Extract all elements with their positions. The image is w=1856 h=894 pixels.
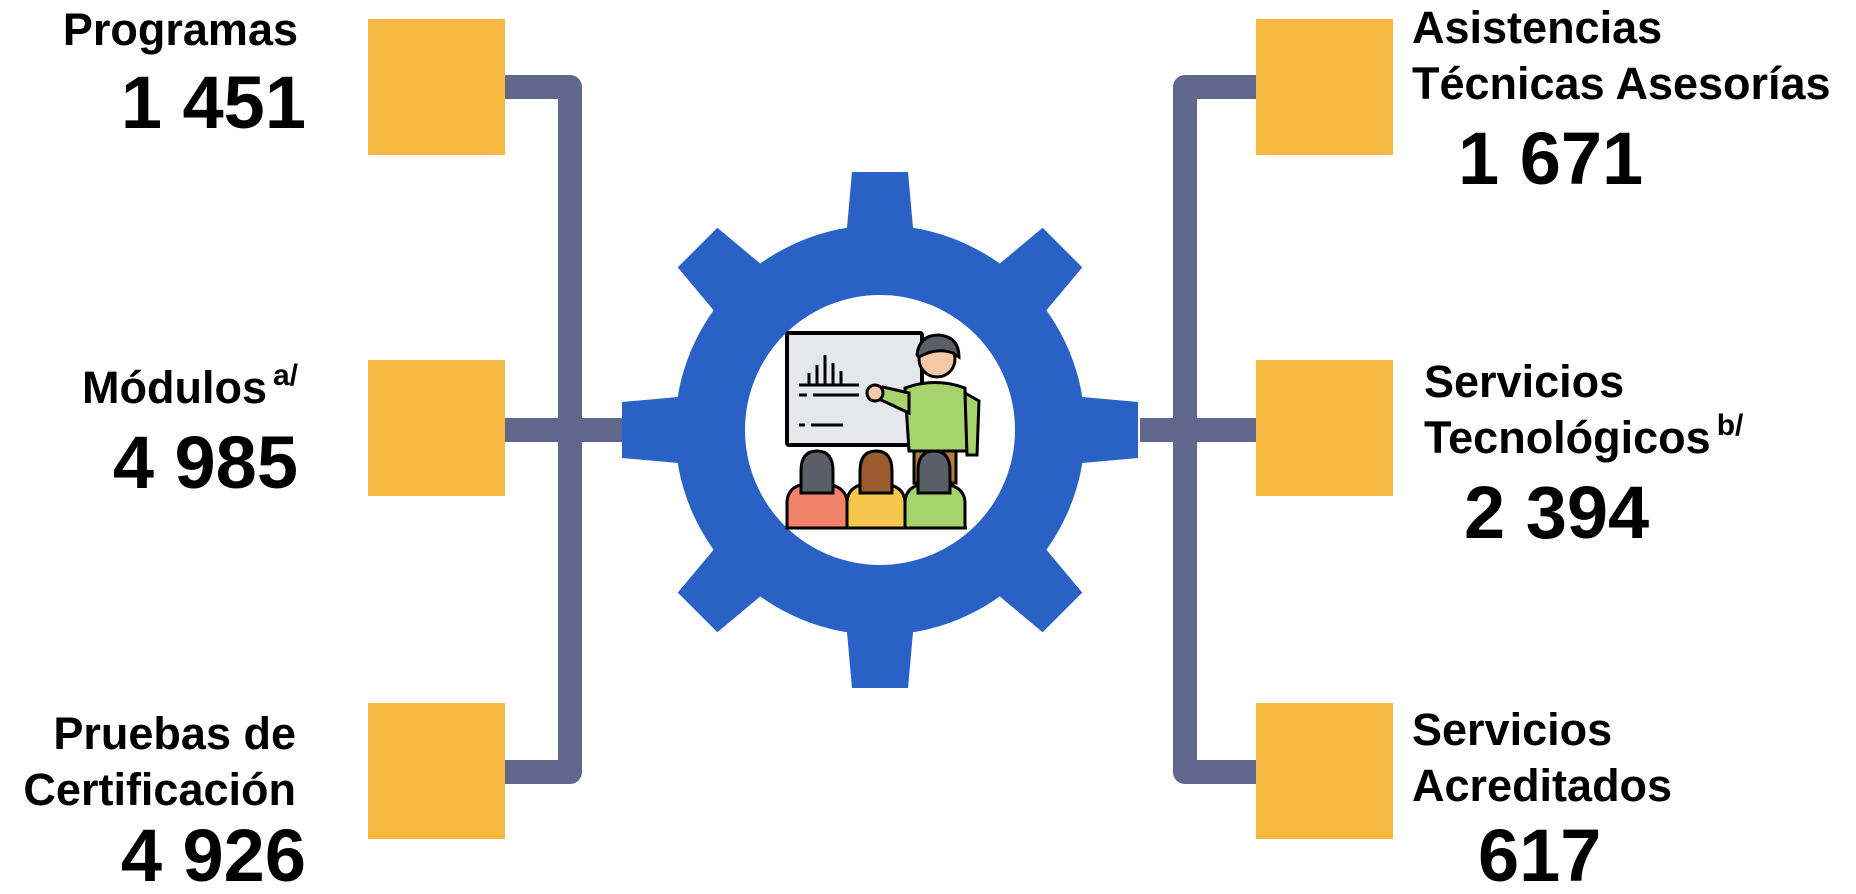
label-servicios-acred-line1: Servicios: [1412, 704, 1613, 755]
label-asistencias-line2: Técnicas Asesorías: [1412, 58, 1831, 109]
node-programas: [368, 19, 505, 155]
node-pruebas: [368, 703, 505, 839]
board-icon: [785, 331, 924, 447]
node-modulos: [368, 360, 505, 496]
teacher-presentation-icon: [785, 331, 981, 530]
connectors: [505, 75, 1256, 784]
label-pruebas: Pruebas de Certificación: [23, 706, 296, 818]
label-servicios-acred: Servicios Acreditados: [1412, 702, 1672, 814]
label-programas-name: Programas: [62, 4, 298, 55]
node-asistencias: [1256, 19, 1393, 155]
audience-icon: [785, 449, 967, 530]
label-servicios-tec-text: Tecnológicos: [1424, 412, 1711, 463]
label-asistencias-line1: Asistencias: [1412, 2, 1663, 53]
node-servicios-acred: [1256, 703, 1393, 839]
presenter-icon: [865, 333, 981, 485]
nodes: [368, 19, 1393, 839]
value-programas-number: 1 451: [120, 61, 306, 144]
value-servicios-tec-number: 2 394: [1464, 471, 1650, 554]
value-servicios-acred-number: 617: [1478, 814, 1602, 894]
node-servicios-tec: [1256, 360, 1393, 496]
label-programas: Programas: [63, 2, 298, 58]
value-pruebas: 4 926: [121, 815, 306, 894]
label-servicios-acred-line2: Acreditados: [1412, 760, 1673, 811]
label-pruebas-line1: Pruebas de: [53, 708, 296, 759]
value-modulos-number: 4 985: [112, 421, 298, 504]
value-asistencias-number: 1 671: [1458, 117, 1644, 200]
value-servicios-tec: 2 394: [1464, 472, 1649, 554]
value-asistencias: 1 671: [1458, 118, 1643, 200]
label-asistencias: Asistencias Técnicas Asesorías: [1412, 0, 1831, 112]
label-modulos-text: Módulos: [82, 362, 267, 413]
label-servicios-tec-sup: b/: [1716, 409, 1744, 442]
value-modulos: 4 985: [113, 422, 298, 504]
value-programas: 1 451: [121, 62, 306, 144]
value-pruebas-number: 4 926: [120, 814, 306, 894]
label-pruebas-line2: Certificación: [23, 764, 296, 815]
bar-chart-icon: [799, 355, 859, 427]
label-servicios-tec-line1: Servicios: [1424, 356, 1625, 407]
label-modulos-sup: a/: [272, 359, 298, 392]
value-servicios-acred: 617: [1478, 815, 1601, 894]
